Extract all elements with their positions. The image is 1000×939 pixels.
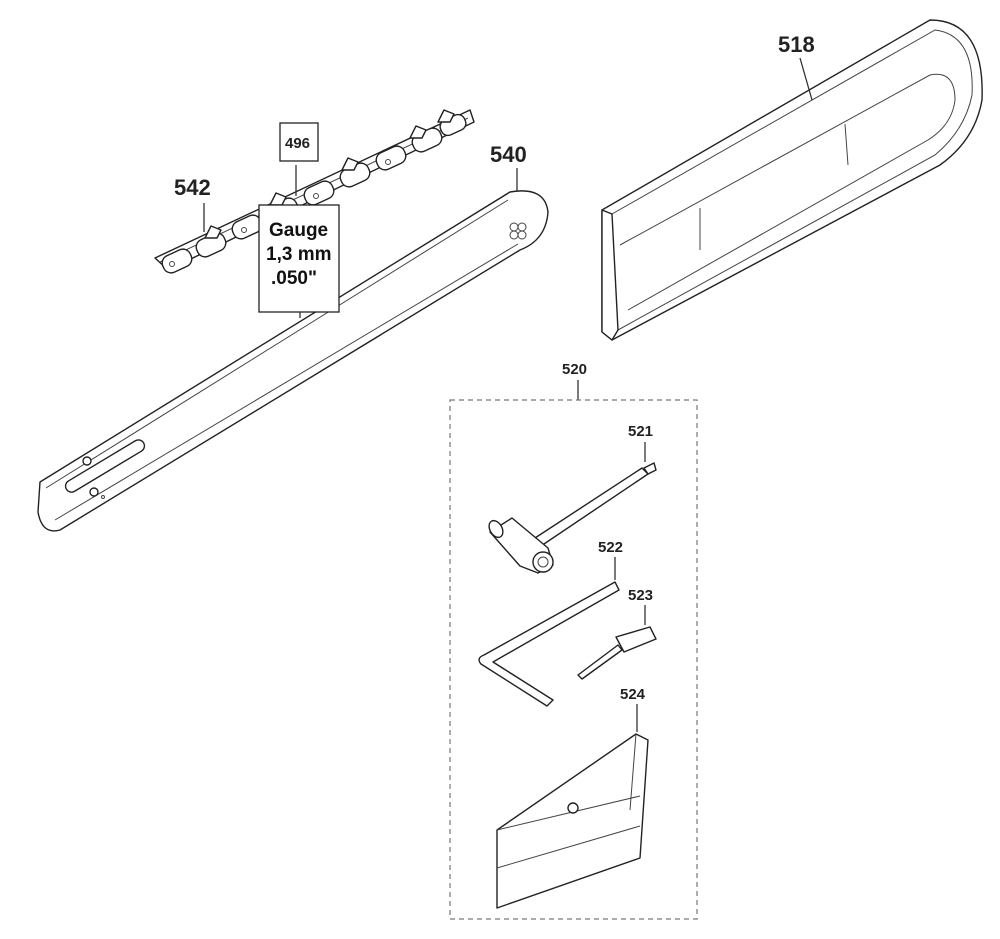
label-542: 542 [174,175,211,200]
hex-key-522 [478,557,620,707]
label-521: 521 [628,423,653,440]
saw-chain-542 [154,109,475,274]
label-524: 524 [620,686,646,703]
label-540: 540 [490,142,527,167]
sprocket-nose-mark [509,222,527,240]
label-520: 520 [562,361,587,378]
gauge-line-3: .050" [271,268,317,289]
label-518: 518 [778,32,815,57]
screwdriver-523 [577,605,657,680]
label-496: 496 [285,135,310,152]
label-523: 523 [628,587,653,604]
file-guide-524 [496,704,649,909]
label-522: 522 [598,539,623,556]
gauge-line-1: Gauge [269,220,328,241]
bar-cover-518 [601,19,983,341]
guide-bar-540 [37,168,549,532]
toolkit-group-520 [449,399,698,920]
gauge-info-box: Gauge 1,3 mm .050" [258,204,340,318]
chain-links [161,109,467,274]
combination-spanner-521 [488,442,657,574]
label-496-box: 496 [279,122,319,162]
gauge-line-2: 1,3 mm [266,244,331,265]
